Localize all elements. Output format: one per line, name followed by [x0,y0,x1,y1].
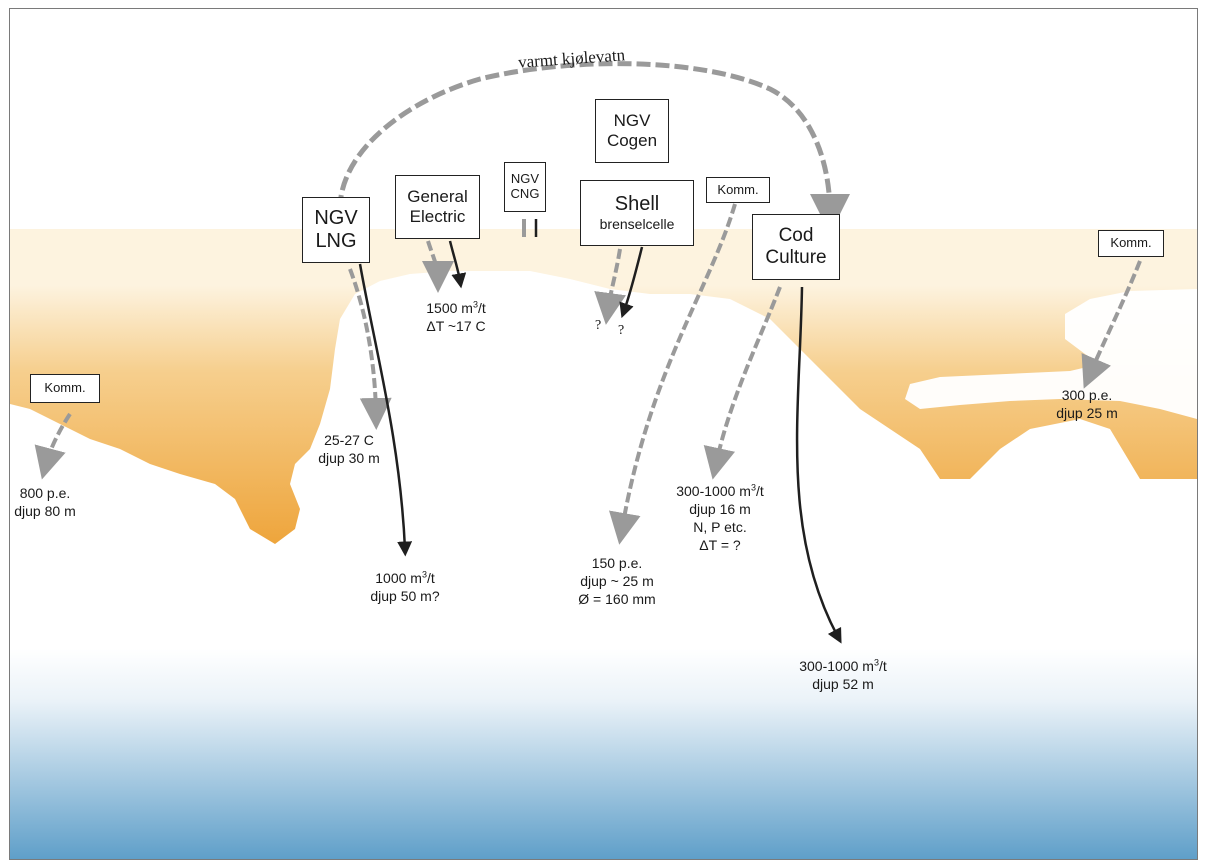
lng-warm-label: 25-27 C djup 30 m [306,431,392,467]
shell-line2: brenselcelle [599,216,675,233]
shell-question-2: ? [618,323,625,338]
komm-right-label: Komm. [1110,235,1152,251]
komm-center-box: Komm. [706,177,770,203]
ngv-lng-box: NGV LNG [302,197,370,263]
ngv-cogen-line1: NGV [613,111,651,131]
land-area [10,229,1197,544]
shell-line1: Shell [614,193,660,216]
general-electric-line1: General [407,187,468,207]
komm-center-outlet-line3: Ø = 160 mm [578,591,656,607]
left-outlet-label: 800 p.e. djup 80 m [10,484,80,520]
cod-outlet-sup: 3 [750,482,756,493]
cod-intake-q: 300-1000 m [799,658,874,674]
general-electric-line2: Electric [409,207,466,226]
ge-flow-sup: 3 [472,299,478,310]
cod-outlet-unit: /t [755,483,764,499]
lng-intake-line2: djup 50 m? [370,588,440,604]
lng-intake-q: 1000 m [375,570,422,586]
ge-flow-line2: ΔT ~17 C [426,318,486,334]
cod-outlet-line3: N, P etc. [693,519,747,535]
komm-right-outlet-arrow [1081,260,1142,389]
lng-intake-label: 1000 m3/t djup 50 m? [360,569,450,605]
komm-left-label: Komm. [44,380,86,396]
lng-intake-sup: 3 [421,569,427,580]
cod-outlet-line2: djup 16 m [689,501,751,517]
shell-outlet-arrow [594,248,626,325]
komm-center-outlet-arrow [609,203,737,545]
right-bay [905,289,1197,419]
komm-left-outlet-arrow [34,412,72,480]
left-outlet-line1: 800 p.e. [19,485,71,501]
cod-culture-line2: Culture [765,247,827,268]
diagram-frame [9,8,1198,860]
ngv-cng-box: NGV CNG [504,162,546,212]
diagram-scene: varmt kjølevatn NGV LNG General Electric… [10,9,1197,859]
cod-outlet-q: 300-1000 m [676,483,751,499]
right-outlet-line2: djup 25 m [1056,405,1118,421]
cod-culture-line1: Cod [778,225,814,247]
cod-intake-line [795,286,842,644]
komm-center-outlet-line2: djup ~ 25 m [580,573,654,589]
ge-intake-line [448,240,467,289]
lng-warm-outlet-arrow [348,268,392,430]
cod-outlet-line1: 300-1000 m3/t [660,482,780,500]
ngv-cogen-line2: Cogen [606,131,658,150]
right-outlet-label: 300 p.e. djup 25 m [1042,386,1132,422]
ngv-lng-line1: NGV [314,207,358,229]
komm-center-label: Komm. [717,181,759,197]
shell-question-1: ? [595,318,602,333]
lng-intake-line1: 1000 m3/t [360,569,450,587]
lng-intake-line [358,263,413,557]
cod-intake-unit: /t [878,658,887,674]
cooling-water-arc [337,61,850,234]
ge-flow-unit: /t [477,300,486,316]
komm-right-box: Komm. [1098,230,1164,257]
sea-area [10,649,1197,859]
cod-intake-line1: 300-1000 m3/t [778,657,908,675]
cod-intake-line2: djup 52 m [812,676,874,692]
shell-intake-line [619,246,644,319]
ge-flow-line1: 1500 m3/t [415,299,497,317]
diagram-canvas [10,61,1197,859]
lng-warm-line1: 25-27 C [324,432,374,448]
ngv-cng-line1: NGV [510,171,540,187]
ge-outlet-arrow [421,240,454,293]
ge-flow-label: 1500 m3/t ΔT ~17 C [415,299,497,335]
ngv-lng-line2: LNG [315,230,357,252]
lng-intake-unit: /t [426,570,435,586]
komm-left-box: Komm. [30,374,100,403]
ngv-cogen-box: NGV Cogen [595,99,669,163]
cod-outlet-line4: ΔT = ? [699,537,741,553]
cod-outlet-arrow [703,286,782,480]
cod-outlet-label: 300-1000 m3/t djup 16 m N, P etc. ΔT = ? [660,482,780,554]
komm-center-outlet-label: 150 p.e. djup ~ 25 m Ø = 160 mm [562,554,672,608]
komm-center-outlet-line1: 150 p.e. [591,555,643,571]
general-electric-box: General Electric [395,175,480,239]
ge-flow-q: 1500 m [426,300,473,316]
cod-culture-box: Cod Culture [752,214,840,280]
shell-box: Shell brenselcelle [580,180,694,246]
ngv-cng-line2: CNG [510,186,540,201]
lng-warm-line2: djup 30 m [318,450,380,466]
right-outlet-line1: 300 p.e. [1061,387,1113,403]
cod-intake-sup: 3 [873,657,879,668]
left-outlet-line2: djup 80 m [14,503,76,519]
cod-intake-label: 300-1000 m3/t djup 52 m [778,657,908,693]
